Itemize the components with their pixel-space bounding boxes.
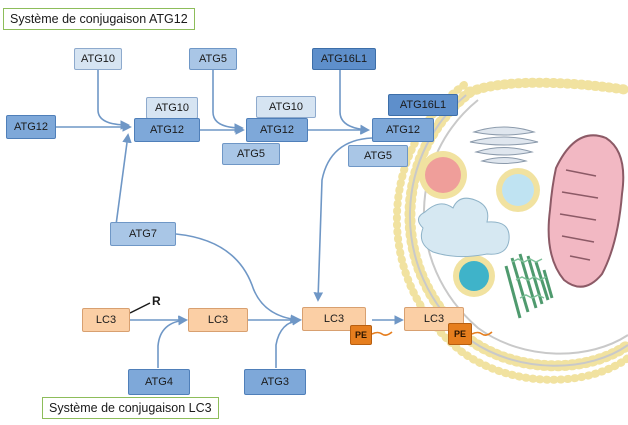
vesicle-red — [419, 151, 467, 199]
pe-badge-2: PE — [448, 323, 472, 345]
atg10-node-top: ATG10 — [74, 48, 122, 70]
golgi-stack — [469, 126, 539, 164]
r-residue-label: R — [152, 294, 161, 308]
atg5-node-complex3: ATG5 — [348, 145, 408, 167]
atg5-node-top: ATG5 — [189, 48, 237, 70]
er-fragment — [418, 197, 510, 258]
filament-bundle — [504, 253, 554, 319]
lc3-node-cleaved: LC3 — [188, 308, 248, 332]
arrows-lc3 — [130, 315, 404, 368]
mitochondrion — [547, 134, 625, 288]
atg3-node: ATG3 — [244, 369, 306, 395]
lc3-system-title: Système de conjugaison LC3 — [42, 397, 219, 419]
atg12-node-complex3: ATG12 — [372, 118, 434, 142]
atg10-node-complex2: ATG10 — [256, 96, 316, 118]
vesicle-blue-upper — [496, 168, 540, 212]
lc3-node-precursor: LC3 — [82, 308, 130, 332]
atg5-node-complex2: ATG5 — [222, 143, 280, 165]
atg16l1-node-complex3: ATG16L1 — [388, 94, 458, 116]
lc3-r-bond — [129, 302, 151, 314]
atg10-node-complex1: ATG10 — [146, 97, 198, 119]
atg12-node-start: ATG12 — [6, 115, 56, 139]
atg7-node: ATG7 — [110, 222, 176, 246]
vesicle-teal-lower — [453, 255, 495, 297]
atg16l1-node-top: ATG16L1 — [312, 48, 376, 70]
pe-badge-1: PE — [350, 325, 372, 345]
atg12-system-title: Système de conjugaison ATG12 — [3, 8, 195, 30]
atg12-node-complex2: ATG12 — [246, 118, 308, 142]
pe-tails — [371, 331, 493, 336]
lc3-node-pe-2: LC3 — [404, 307, 464, 331]
atg4-node: ATG4 — [128, 369, 190, 395]
arrows-atg12 — [56, 70, 373, 324]
atg12-node-complex1: ATG12 — [134, 118, 200, 142]
